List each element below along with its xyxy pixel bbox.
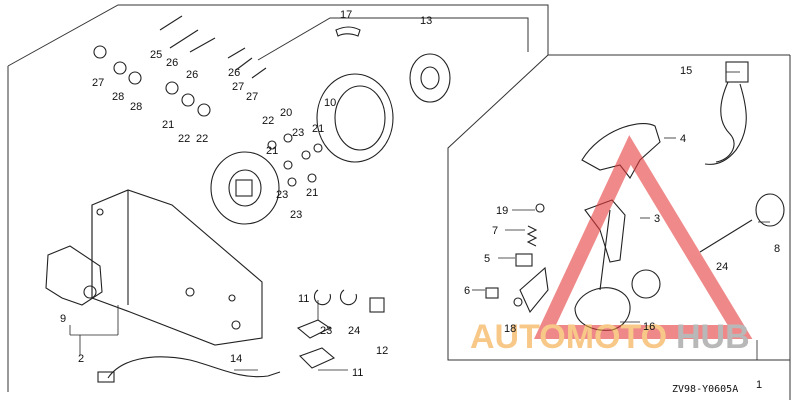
callout-23: 23 <box>290 209 302 221</box>
watermark-text-secondary: HUB <box>676 318 750 356</box>
callout-26: 26 <box>186 69 198 81</box>
callout-26: 26 <box>228 67 240 79</box>
callout-8: 8 <box>774 243 780 255</box>
gasket-plate <box>45 245 103 306</box>
callout-25: 25 <box>150 49 162 61</box>
callout-24: 24 <box>348 325 360 337</box>
watermark-triangle <box>534 135 753 339</box>
o-ring <box>631 269 661 299</box>
callout-5: 5 <box>484 253 490 265</box>
callout-6: 6 <box>464 285 470 297</box>
callout-28: 28 <box>130 101 142 113</box>
wire-harness <box>107 356 281 379</box>
callout-7: 7 <box>492 225 498 237</box>
callout-12: 12 <box>376 345 388 357</box>
leader-lines <box>69 71 770 371</box>
callout-21: 21 <box>162 119 174 131</box>
callout-9: 9 <box>60 313 66 325</box>
watermark-text-primary: AUTOMOTO <box>470 318 667 356</box>
retaining-clip <box>335 26 361 37</box>
callout-15: 15 <box>680 65 692 77</box>
callout-27: 27 <box>232 81 244 93</box>
callout-17: 17 <box>340 9 352 21</box>
small-parts <box>296 289 385 369</box>
callout-labels: 1234567891011111213141516171819202121212… <box>60 9 780 391</box>
callout-16: 16 <box>643 321 655 333</box>
assembly-frame <box>7 4 791 400</box>
neutral-switch <box>704 61 749 165</box>
cover-ring <box>316 73 394 163</box>
gasket-hole <box>83 285 97 299</box>
nut-set <box>165 81 211 117</box>
harness-connector <box>97 371 115 383</box>
bolt-set <box>267 133 323 187</box>
oil-seal <box>755 193 785 227</box>
callout-10: 10 <box>324 97 336 109</box>
washer-set <box>93 45 142 85</box>
callout-27: 27 <box>246 91 258 103</box>
callout-23: 23 <box>276 189 288 201</box>
callout-27: 27 <box>92 77 104 89</box>
sub-frame <box>257 17 529 61</box>
callout-11: 11 <box>352 367 363 379</box>
callout-23: 23 <box>320 325 332 337</box>
callout-11: 11 <box>298 293 309 305</box>
detent-parts <box>485 203 549 314</box>
callout-1: 1 <box>756 379 762 391</box>
control-lever <box>581 123 661 179</box>
callout-22: 22 <box>262 115 274 127</box>
callout-28: 28 <box>112 91 124 103</box>
callout-24: 24 <box>716 261 728 273</box>
small-gear <box>409 53 451 103</box>
callout-14: 14 <box>230 353 242 365</box>
callout-26: 26 <box>166 57 178 69</box>
callout-20: 20 <box>280 107 292 119</box>
callout-2: 2 <box>78 353 84 365</box>
callout-23: 23 <box>292 127 304 139</box>
callout-21: 21 <box>266 145 278 157</box>
callout-4: 4 <box>680 133 686 145</box>
callout-21: 21 <box>312 123 324 135</box>
callout-18: 18 <box>504 323 516 335</box>
drawing-code: ZV98-Y0605A <box>672 384 738 395</box>
callout-3: 3 <box>654 213 660 225</box>
screw-set <box>159 15 267 79</box>
gear-disc <box>210 151 280 225</box>
callout-21: 21 <box>306 187 318 199</box>
remote-control-case <box>91 189 263 346</box>
callout-22: 22 <box>196 133 208 145</box>
watermark: AUTOMOTO HUB <box>470 135 753 356</box>
callout-22: 22 <box>178 133 190 145</box>
callout-13: 13 <box>420 15 432 27</box>
callout-19: 19 <box>496 205 508 217</box>
shaft <box>699 219 753 253</box>
